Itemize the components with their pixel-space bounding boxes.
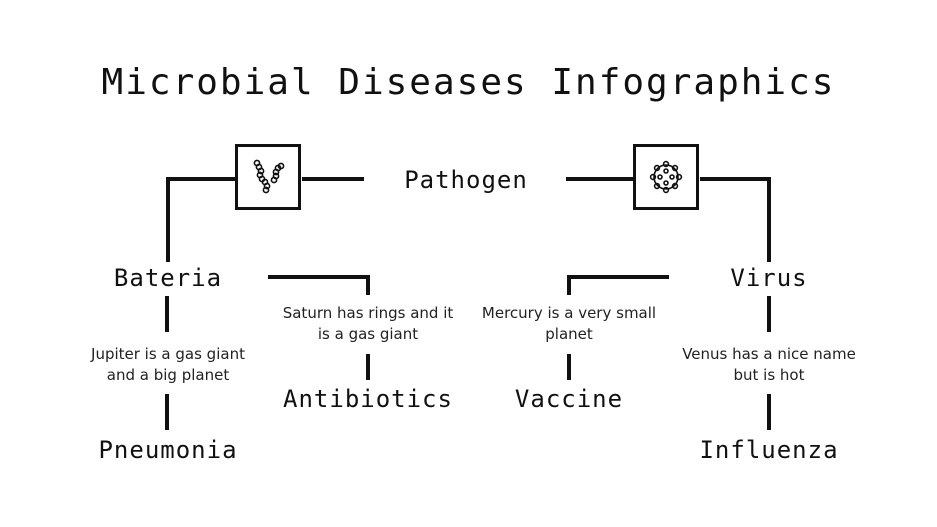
vaccine-description: Mercury is a very small planet xyxy=(481,304,657,343)
bacteria-description: Jupiter is a gas giant and a big planet xyxy=(91,345,245,384)
connector-vaccine-down xyxy=(567,275,571,295)
connector-vaccine-leaf xyxy=(567,354,571,380)
connector-bacteria-leaf xyxy=(165,394,169,430)
page-title: Microbial Diseases Infographics xyxy=(101,62,836,103)
connector-antibiotics-down xyxy=(366,275,370,295)
antibiotics-label: Antibiotics xyxy=(283,385,453,413)
connector-bacteria-desc xyxy=(165,296,169,332)
connector-antibiotics-top xyxy=(268,275,370,279)
influenza-label: Influenza xyxy=(699,436,839,464)
bacteria-heading: Bateria xyxy=(113,264,223,292)
connector-right-top xyxy=(700,177,771,181)
bacteria-icon-box xyxy=(235,144,301,210)
connector-left-vertical xyxy=(166,177,170,262)
bacteria-icon xyxy=(253,159,285,194)
vaccine-label: Vaccine xyxy=(514,385,624,413)
pathogen-label: Pathogen xyxy=(404,166,528,194)
pneumonia-label: Pneumonia xyxy=(98,436,238,464)
antibiotics-description: Saturn has rings and it is a gas giant xyxy=(282,304,454,343)
connector-virus-desc xyxy=(767,296,771,332)
virus-heading: Virus xyxy=(730,264,808,292)
connector-antibiotics-leaf xyxy=(366,354,370,380)
virus-description: Venus has a nice name but is hot xyxy=(682,345,856,384)
connector-left-box-right xyxy=(302,177,364,181)
connector-right-vertical xyxy=(767,177,771,262)
connector-vaccine-top xyxy=(567,275,669,279)
virus-icon xyxy=(649,160,683,194)
virus-icon-box xyxy=(633,144,699,210)
connector-virus-leaf xyxy=(767,394,771,430)
connector-right-box-left xyxy=(566,177,634,181)
connector-left-top xyxy=(166,177,236,181)
